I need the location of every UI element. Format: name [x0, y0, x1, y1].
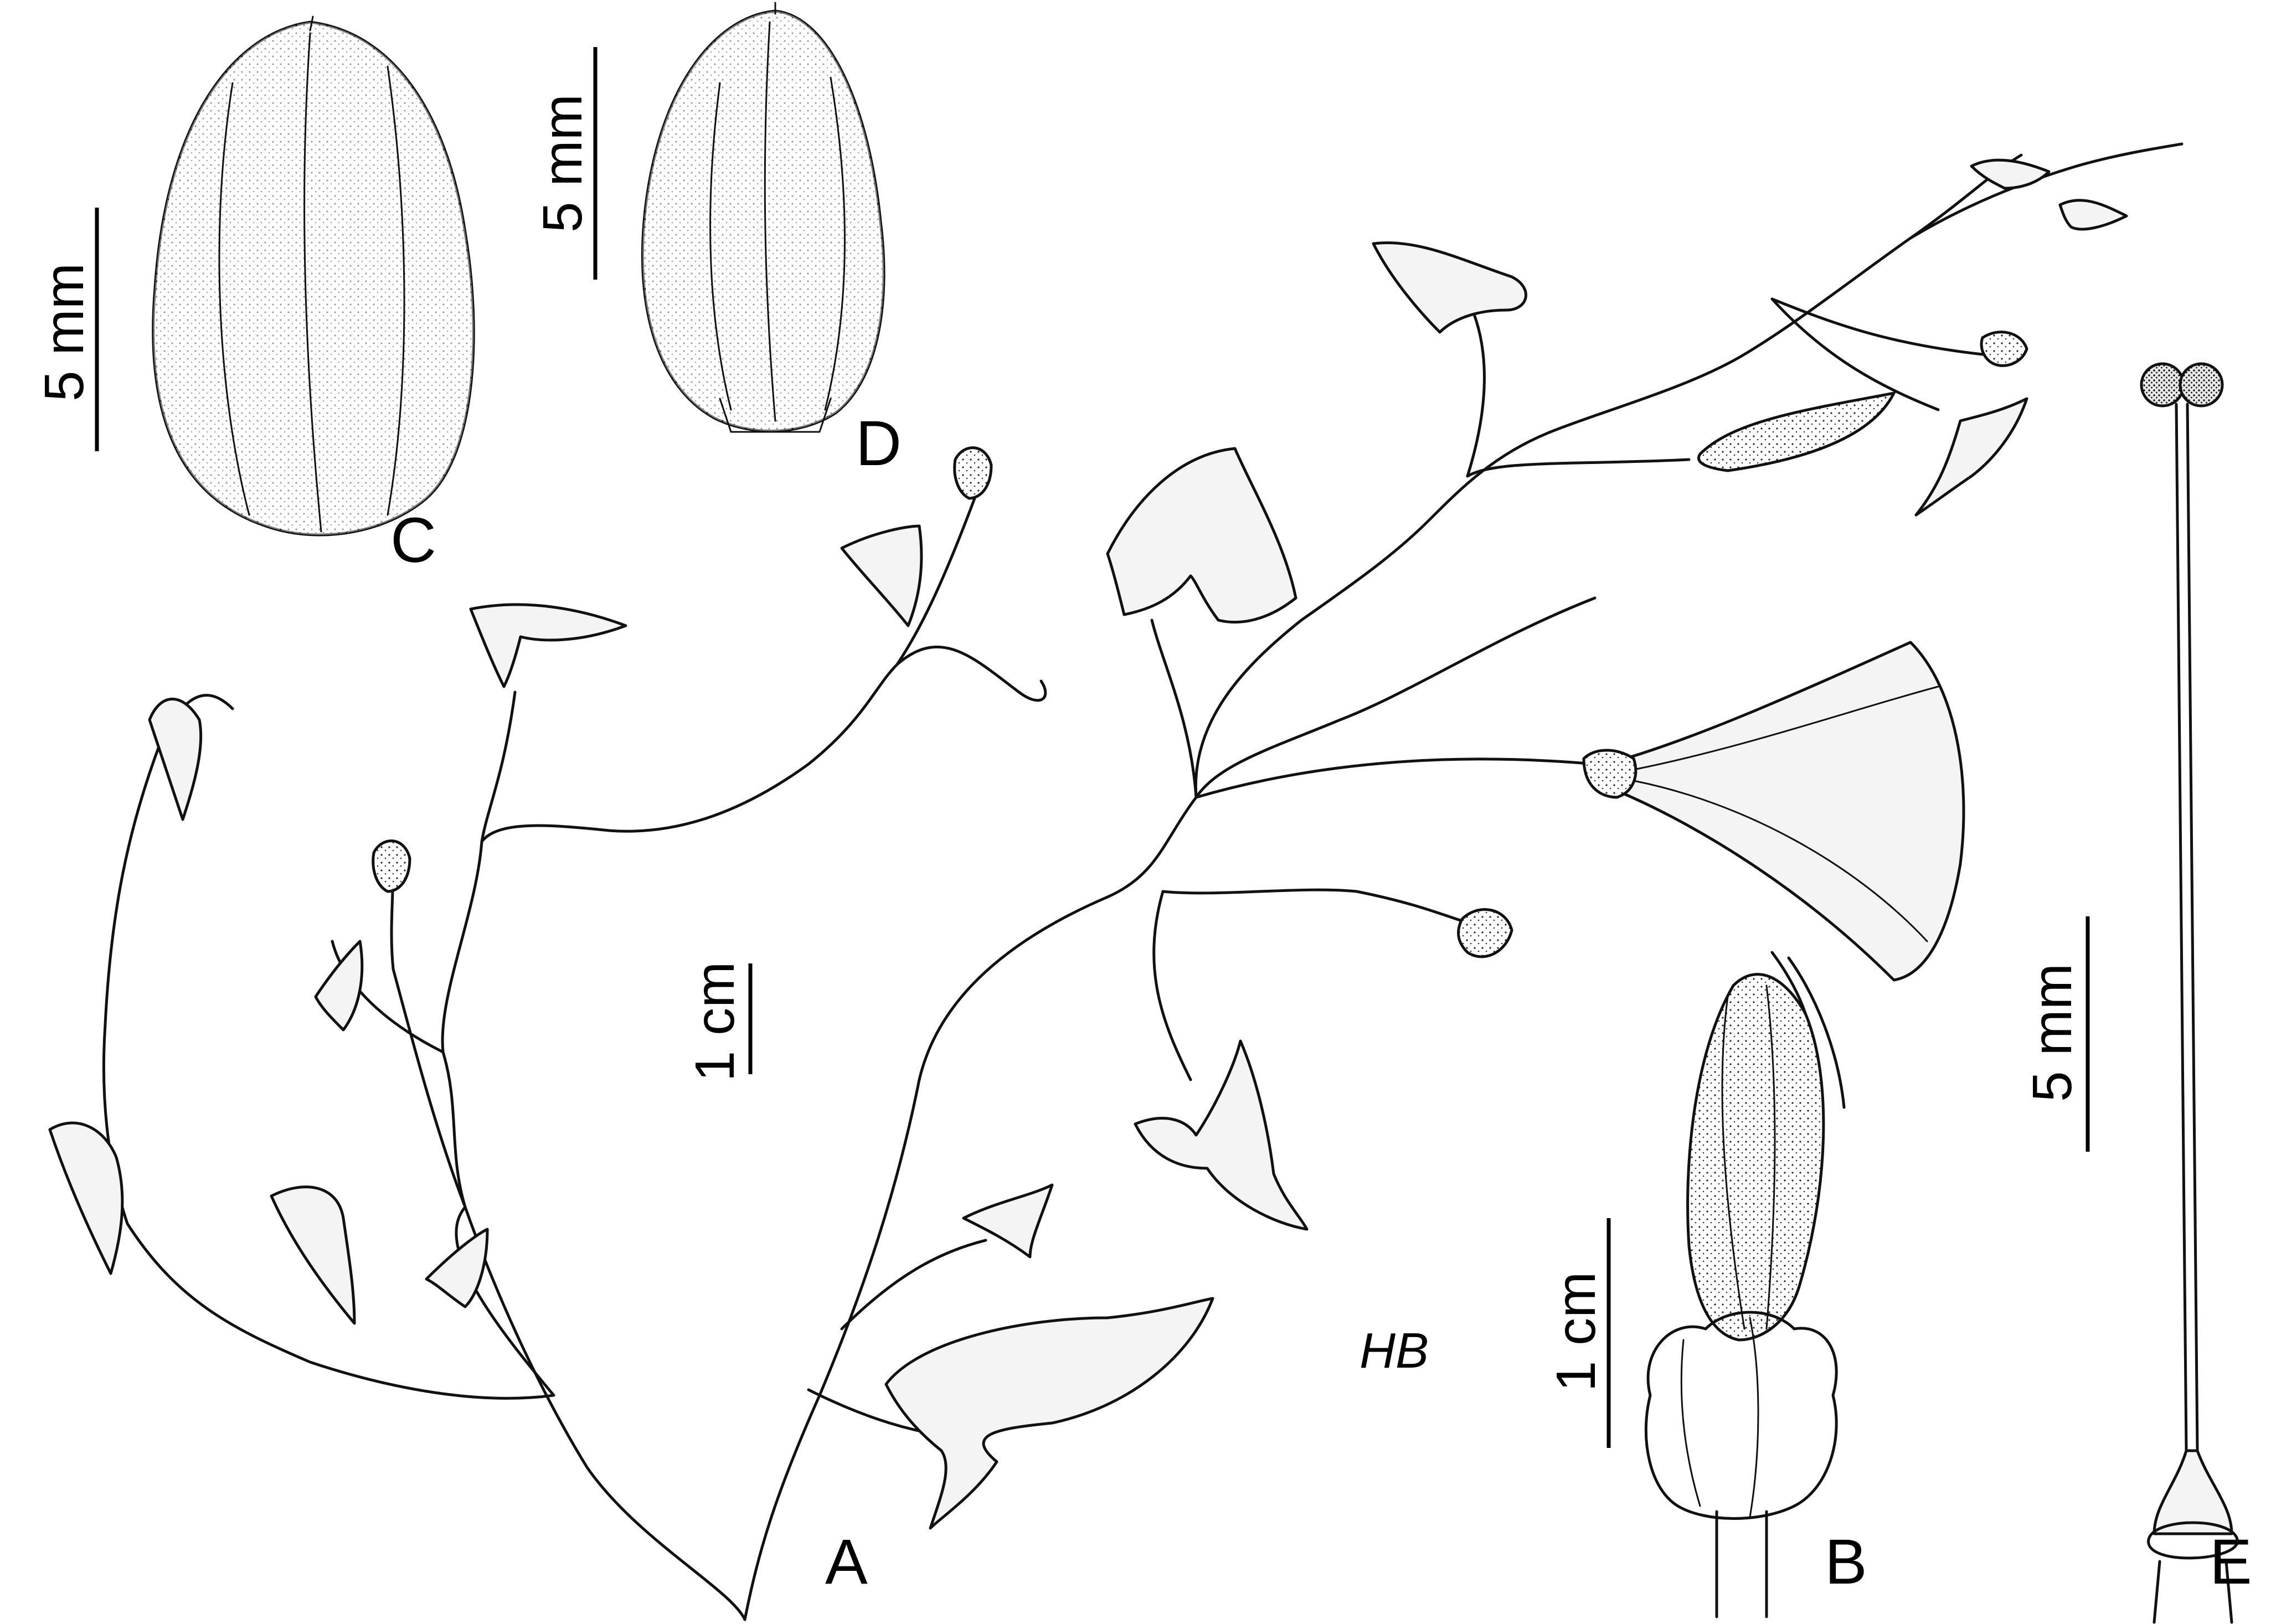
- bud: [1456, 908, 1513, 958]
- scale-bar-e: 5 mm: [2021, 916, 2090, 1152]
- leaf: [1106, 447, 1297, 624]
- leaf: [425, 1228, 489, 1308]
- habit-a-illustration: [48, 142, 2184, 1621]
- flower-trumpet: [1604, 641, 1965, 982]
- scale-bar-b: 1 cm: [1545, 1218, 1611, 1448]
- seed-c-illustration: [152, 16, 475, 537]
- scale-label-b: 1 cm: [1545, 1272, 1607, 1392]
- scale-bar-a: 1 cm: [684, 962, 753, 1082]
- leaf: [1914, 397, 2028, 517]
- leaf: [469, 603, 627, 688]
- seed-d-illustration: [641, 2, 885, 433]
- bud: [372, 839, 411, 893]
- panel-label-d: D: [856, 408, 902, 479]
- leaf: [48, 1121, 124, 1275]
- bud: [953, 446, 993, 500]
- bud-detail-b-illustration: [1644, 951, 1846, 1618]
- scale-label-a: 1 cm: [684, 962, 746, 1082]
- leaf: [2058, 199, 2128, 231]
- leaf: [1970, 158, 2051, 190]
- leaf: [884, 1297, 1214, 1530]
- leaf: [962, 1183, 1054, 1259]
- scale-bar-d: 5 mm: [532, 47, 598, 280]
- artist-signature: HB: [1360, 1323, 1429, 1379]
- leaf: [1372, 241, 1527, 334]
- flower-calyx: [1582, 749, 1638, 799]
- scale-label-c: 5 mm: [33, 263, 95, 401]
- panel-label-e: E: [2210, 1527, 2252, 1597]
- leaf: [840, 524, 923, 627]
- bud: [1980, 331, 2028, 367]
- leaf: [314, 940, 364, 1032]
- scale-label-d: 5 mm: [532, 94, 594, 233]
- leaf: [270, 1185, 356, 1325]
- panel-label-a: A: [825, 1527, 868, 1597]
- panel-label-c: C: [390, 505, 436, 576]
- bud: [1697, 391, 1897, 472]
- pistil-e-illustration: [2140, 362, 2239, 1624]
- panel-label-b: B: [1825, 1527, 1867, 1597]
- leaf: [1134, 1039, 1309, 1231]
- scale-bar-c: 5 mm: [33, 208, 99, 451]
- scale-label-e: 5 mm: [2021, 963, 2083, 1102]
- leaf: [148, 698, 203, 821]
